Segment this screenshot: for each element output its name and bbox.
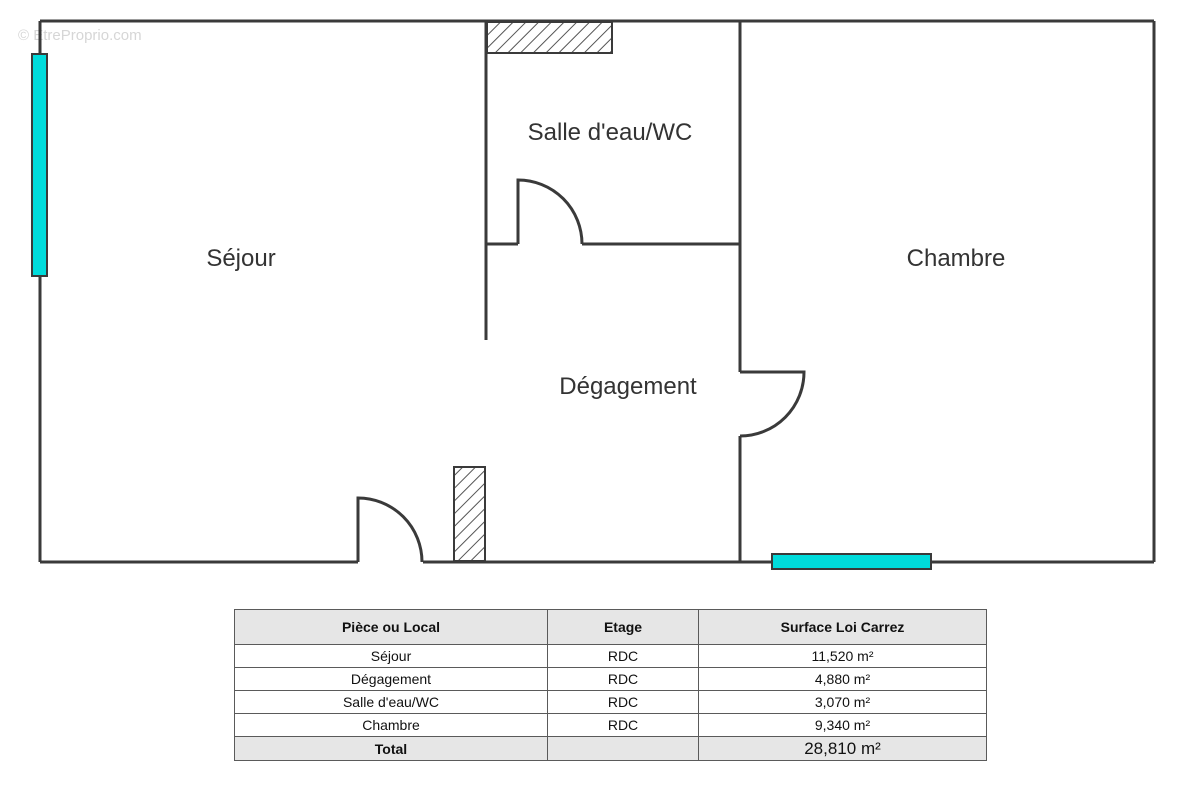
floor-plan: © EtreProprio.com Séjour Salle d'eau/WC … bbox=[18, 19, 1156, 570]
hatched-duct-bottom bbox=[453, 466, 486, 562]
cell-piece: Chambre bbox=[234, 713, 548, 737]
window-chambre bbox=[771, 553, 932, 570]
room-label-chambre: Chambre bbox=[907, 245, 1006, 272]
room-label-sejour: Séjour bbox=[206, 245, 275, 272]
total-surface: 28,810 m² bbox=[698, 736, 987, 761]
cell-surface: 11,520 m² bbox=[698, 644, 987, 668]
cell-surface: 4,880 m² bbox=[698, 667, 987, 691]
windows bbox=[31, 53, 932, 570]
cell-etage: RDC bbox=[547, 644, 699, 668]
cell-etage: RDC bbox=[547, 690, 699, 714]
table-row: Chambre RDC 9,340 m² bbox=[234, 713, 987, 737]
cell-surface: 3,070 m² bbox=[698, 690, 987, 714]
room-label-salle-eau: Salle d'eau/WC bbox=[528, 119, 693, 146]
room-label-degagement: Dégagement bbox=[559, 373, 697, 400]
walls bbox=[38, 19, 1156, 564]
doors bbox=[356, 178, 806, 563]
cell-etage: RDC bbox=[547, 667, 699, 691]
table-row: Salle d'eau/WC RDC 3,070 m² bbox=[234, 690, 987, 714]
header-surface: Surface Loi Carrez bbox=[698, 609, 987, 645]
total-etage bbox=[547, 736, 699, 761]
surface-table: Pièce ou Local Etage Surface Loi Carrez … bbox=[234, 609, 987, 761]
door-entrance bbox=[356, 496, 424, 563]
cell-piece: Dégagement bbox=[234, 667, 548, 691]
total-label: Total bbox=[234, 736, 548, 761]
window-sejour bbox=[31, 53, 48, 277]
hatched-elements bbox=[453, 21, 613, 562]
table-row: Séjour RDC 11,520 m² bbox=[234, 644, 987, 668]
cell-piece: Séjour bbox=[234, 644, 548, 668]
door-salle-eau bbox=[516, 178, 584, 245]
header-piece: Pièce ou Local bbox=[234, 609, 548, 645]
room-labels: Séjour Salle d'eau/WC Dégagement Chambre bbox=[206, 119, 1005, 400]
table-row: Dégagement RDC 4,880 m² bbox=[234, 667, 987, 691]
cell-piece: Salle d'eau/WC bbox=[234, 690, 548, 714]
table-total-row: Total 28,810 m² bbox=[234, 736, 987, 761]
watermark: © EtreProprio.com bbox=[18, 27, 142, 44]
door-chambre bbox=[739, 370, 806, 438]
table-header-row: Pièce ou Local Etage Surface Loi Carrez bbox=[234, 609, 987, 645]
cell-surface: 9,340 m² bbox=[698, 713, 987, 737]
hatched-duct-top bbox=[486, 21, 613, 54]
cell-etage: RDC bbox=[547, 713, 699, 737]
header-etage: Etage bbox=[547, 609, 699, 645]
